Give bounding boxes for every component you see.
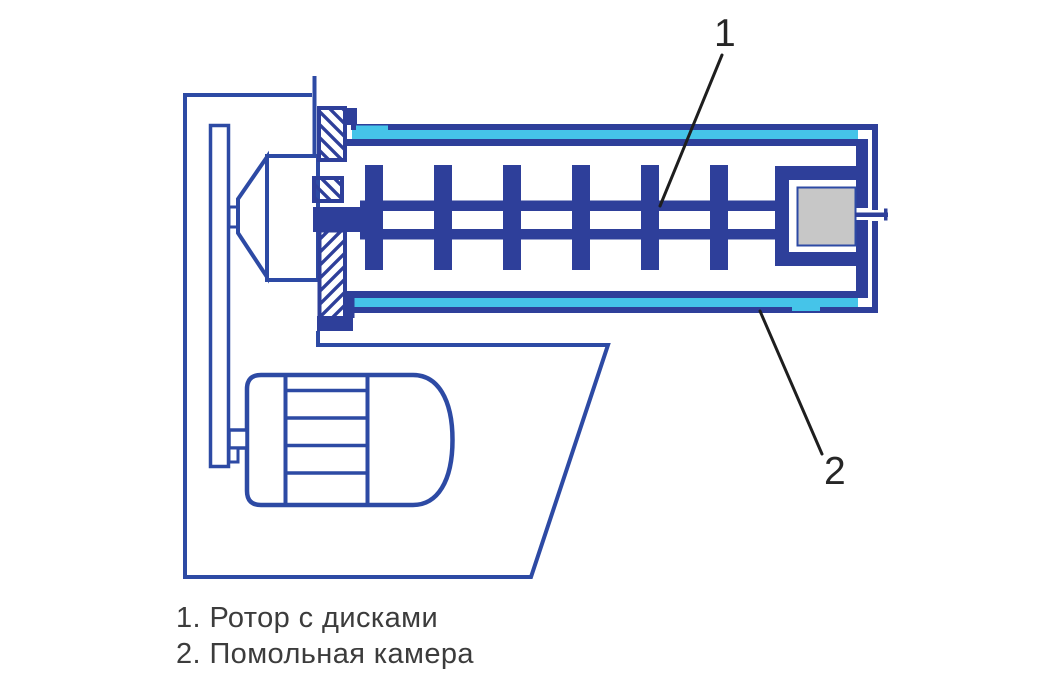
callout-2-leader-line bbox=[758, 309, 824, 456]
motor-foot-lower bbox=[227, 446, 240, 464]
bracket-bottom-arm bbox=[775, 252, 856, 266]
mounting-foot-jog bbox=[344, 298, 355, 318]
rotor-disk bbox=[365, 165, 383, 270]
rotor-disk bbox=[641, 165, 659, 270]
coolant-strip-top bbox=[352, 130, 858, 139]
rotor-disk bbox=[434, 165, 452, 270]
casing-bottom-wall bbox=[351, 307, 878, 313]
legend-item-chamber: 2. Помольная камера bbox=[176, 638, 474, 670]
motor-cooling-fins bbox=[285, 388, 367, 475]
seal-blocks bbox=[312, 106, 357, 331]
separator-block bbox=[796, 186, 857, 247]
liner-end-wall-lower bbox=[856, 220, 868, 298]
bracket-top-arm bbox=[775, 166, 856, 180]
chamber-liner bbox=[345, 139, 868, 298]
coolant-strip-bottom bbox=[352, 298, 858, 307]
motor-body bbox=[244, 372, 455, 508]
discharge-bracket bbox=[775, 166, 856, 266]
casing-right-wall-upper bbox=[872, 124, 878, 210]
casing-right-wall-lower bbox=[872, 221, 878, 313]
liner-top-wall bbox=[345, 139, 868, 146]
seal-block-top-tab bbox=[343, 108, 357, 125]
rotor-disks bbox=[365, 165, 728, 270]
callout-2-label: 2 bbox=[824, 450, 846, 493]
seal-block-bottom bbox=[317, 228, 347, 322]
legend: 1. Ротор с дисками 2. Помольная камера bbox=[176, 600, 474, 672]
motor-foot-upper bbox=[227, 428, 249, 450]
shaft-hub bbox=[313, 207, 367, 232]
liner-bottom-wall bbox=[345, 291, 868, 298]
seal-block-middle bbox=[312, 176, 344, 203]
mounting-foot bbox=[317, 316, 353, 331]
rotor-disk bbox=[572, 165, 590, 270]
outlet-shaft-tip bbox=[884, 208, 888, 221]
machine-frame-outline bbox=[183, 93, 611, 579]
callout-1-leader-line bbox=[658, 53, 724, 208]
legend-item-rotor: 1. Ротор с дисками bbox=[176, 602, 439, 634]
motor-mount-plate bbox=[208, 123, 231, 469]
bearing-housing bbox=[265, 154, 320, 282]
bracket-left-wall bbox=[775, 166, 789, 266]
coolant-jacket bbox=[352, 125, 858, 311]
coupling-cone bbox=[236, 150, 269, 284]
callout-1-label: 1 bbox=[714, 12, 736, 55]
liner-end-wall-upper bbox=[856, 139, 868, 208]
coolant-port-bottom bbox=[792, 298, 820, 311]
rotor-disk bbox=[710, 165, 728, 270]
chamber-casing bbox=[351, 124, 878, 313]
outlet-shaft bbox=[855, 212, 888, 217]
rotor-disk bbox=[503, 165, 521, 270]
coolant-port-top bbox=[356, 125, 388, 139]
seal-block-top bbox=[317, 106, 347, 162]
casing-top-wall bbox=[351, 124, 878, 130]
